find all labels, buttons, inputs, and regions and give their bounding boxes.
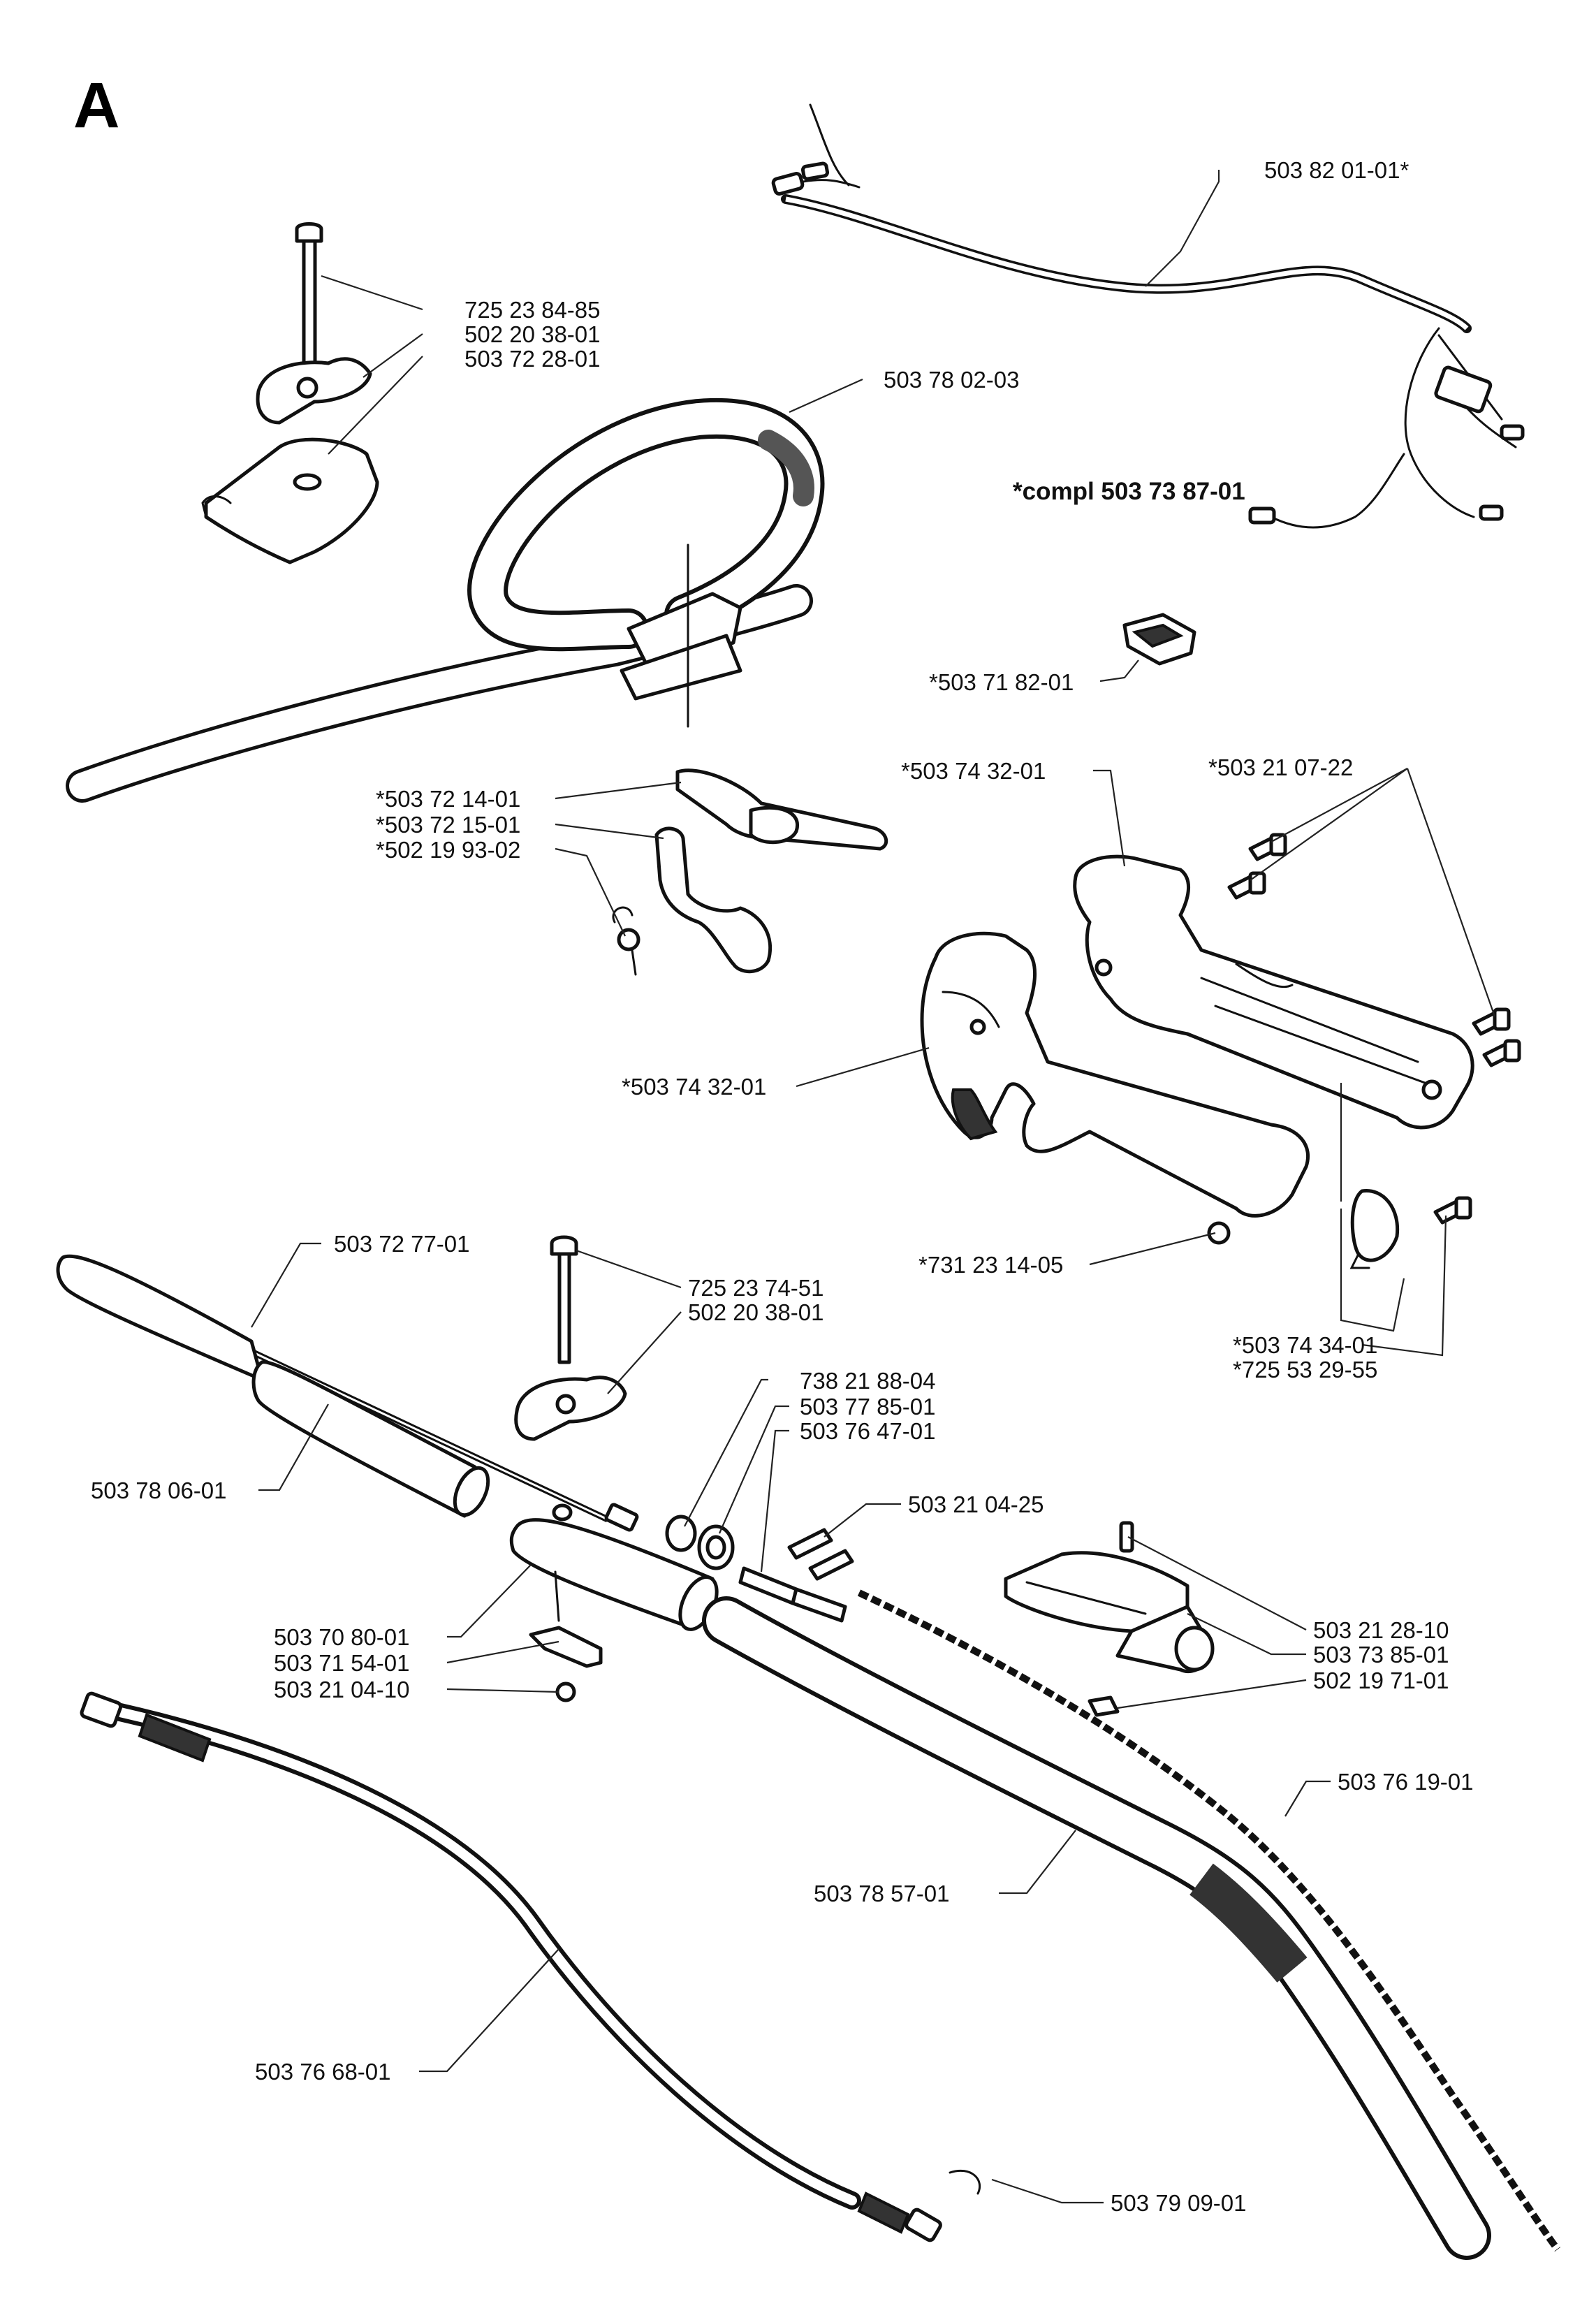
label-nut-handle: *731 23 14-05: [918, 1252, 1063, 1278]
section-letter: A: [73, 70, 119, 141]
label-screw-coupling: 503 21 04-10: [274, 1677, 410, 1702]
label-bracket: 503 71 54-01: [274, 1650, 410, 1676]
label-tube-lower: 503 78 57-01: [814, 1881, 950, 1906]
label-bushing-b: 503 77 85-01: [800, 1394, 936, 1420]
leader-lines: [251, 170, 1496, 2204]
label-wire-harness: 503 82 01-01*: [1264, 157, 1410, 183]
wire-harness: [771, 103, 1525, 529]
label-screw-clamp-handle: *725 53 29-55: [1233, 1357, 1377, 1382]
middle-clamp-assembly: [514, 1235, 627, 1441]
handle-lower-half: [920, 931, 1310, 1218]
upper-clamp-assembly: [201, 222, 379, 564]
label-drive-shaft-upper: 503 72 77-01: [334, 1231, 470, 1257]
label-stop-switch: *503 71 82-01: [929, 669, 1074, 695]
label-bushing-a: 738 21 88-04: [800, 1368, 936, 1394]
holder: [1004, 1521, 1215, 1717]
flexible-shaft: [80, 1691, 981, 2242]
part-labels: *compl 503 73 87-01 503 82 01-01* 725 23…: [91, 157, 1474, 2216]
loop-handle: [66, 397, 825, 803]
coupling: [509, 1503, 719, 1702]
label-knob-top: 502 20 38-01: [464, 321, 601, 347]
label-nut-holder: 502 19 71-01: [1313, 1668, 1449, 1693]
label-handle-half-upper: *503 74 32-01: [901, 758, 1046, 784]
label-clamp-top: 503 72 28-01: [464, 346, 601, 372]
stop-switch: [1122, 613, 1196, 666]
upper-tube-shaft: [56, 1254, 639, 1532]
handle-upper-half: [1073, 854, 1474, 1130]
label-loop-handle: 503 78 02-03: [884, 367, 1020, 393]
label-tube-upper: 503 78 06-01: [91, 1477, 227, 1503]
label-knob-mid: 502 20 38-01: [688, 1299, 824, 1325]
label-bushing-c: 503 76 47-01: [800, 1418, 936, 1444]
label-end-clamp: 503 79 09-01: [1111, 2190, 1247, 2216]
handle-screws: [1227, 833, 1521, 1067]
label-coupling: 503 70 80-01: [274, 1624, 410, 1650]
label-handle-half-lower: *503 74 32-01: [622, 1074, 766, 1100]
label-holder: 503 73 85-01: [1313, 1642, 1449, 1668]
label-throttle-lockout: *503 72 15-01: [376, 812, 520, 838]
label-screw-holder: 503 21 28-10: [1313, 1617, 1449, 1643]
handle-clamp-parts: [1207, 1188, 1472, 1269]
bushings: [665, 1515, 854, 1623]
label-throttle-trigger: *503 72 14-01: [376, 786, 520, 812]
throttle-parts: [612, 768, 888, 976]
label-screw-mid: 725 23 74-51: [688, 1275, 824, 1301]
lower-tube: [702, 1589, 1561, 2260]
label-spring: *502 19 93-02: [376, 837, 520, 863]
label-screw-top: 725 23 84-85: [464, 297, 601, 323]
label-clamp-handle: *503 74 34-01: [1233, 1332, 1377, 1358]
kit-note: *compl 503 73 87-01: [1013, 478, 1245, 505]
label-screws-mid: 503 21 04-25: [908, 1491, 1044, 1517]
label-drive-shaft-lower: 503 76 19-01: [1338, 1769, 1474, 1795]
label-flex-shaft: 503 76 68-01: [255, 2059, 391, 2085]
label-handle-screws: *503 21 07-22: [1208, 754, 1353, 780]
